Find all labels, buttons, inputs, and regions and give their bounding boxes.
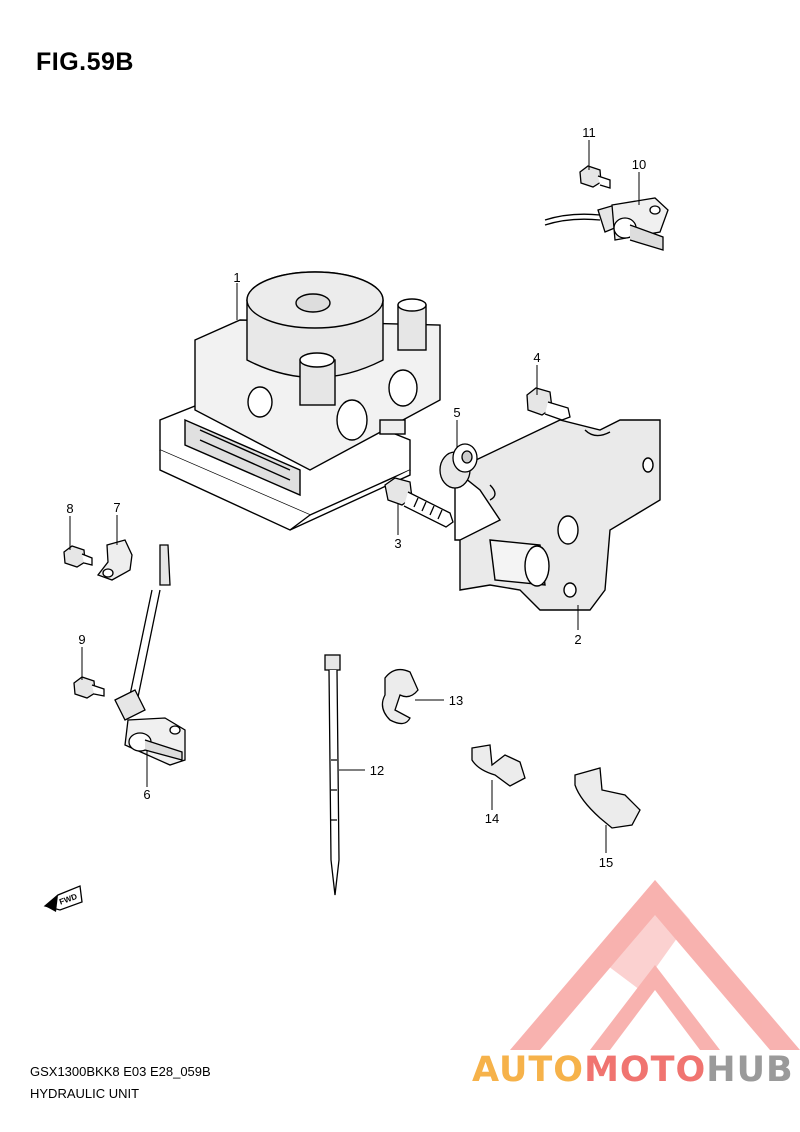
- fwd-arrow-icon: FWD: [43, 885, 83, 912]
- callout-11: 11: [582, 125, 596, 140]
- clamp-15-part: [574, 767, 641, 829]
- callout-12: 12: [370, 763, 384, 778]
- figure-title: FIG.59B: [36, 48, 134, 76]
- callout-6: 6: [143, 787, 150, 802]
- callout-2: 2: [574, 632, 581, 647]
- clamp-14-part: [471, 744, 526, 787]
- rear-speed-sensor-part: [544, 197, 669, 251]
- leader-lines: [69, 140, 640, 853]
- callout-14: 14: [485, 811, 499, 826]
- hydraulic-unit-part: [159, 271, 441, 531]
- bolt-8-part: [63, 545, 93, 568]
- watermark-hub: HUB: [706, 1050, 794, 1090]
- model-code: GSX1300BKK8 E03 E28_059B: [30, 1064, 211, 1079]
- callout-numbers: 1 2 3 4 5 6 7 8 9 10 11 12 13 14 15: [66, 125, 646, 870]
- bolt-9-part: [73, 676, 105, 699]
- watermark-moto: MOTO: [584, 1050, 707, 1090]
- cable-tie-12-part: [324, 654, 341, 896]
- bolt-3-part: [384, 477, 454, 528]
- bolt-11-part: [579, 165, 611, 189]
- watermark-logo: [510, 880, 800, 1050]
- clamp-13-part: [381, 668, 419, 725]
- bolt-4-part: [526, 387, 571, 421]
- callout-5: 5: [453, 405, 460, 420]
- callout-7: 7: [113, 500, 120, 515]
- callout-13: 13: [449, 693, 463, 708]
- callout-10: 10: [632, 157, 646, 172]
- front-speed-sensor-part: [114, 544, 186, 766]
- watermark-auto: AUTO: [472, 1050, 585, 1090]
- cushion-5-part: [439, 443, 478, 489]
- figure-description: HYDRAULIC UNIT: [30, 1086, 140, 1101]
- callout-3: 3: [394, 536, 401, 551]
- callout-4: 4: [533, 350, 540, 365]
- callout-15: 15: [599, 855, 613, 870]
- watermark-brand: AUTOMOTOHUB: [472, 1050, 794, 1090]
- clamp-7-part: [96, 539, 133, 581]
- callout-8: 8: [66, 501, 73, 516]
- callout-1: 1: [233, 270, 240, 285]
- bracket-part: [453, 419, 661, 611]
- callout-9: 9: [78, 632, 85, 647]
